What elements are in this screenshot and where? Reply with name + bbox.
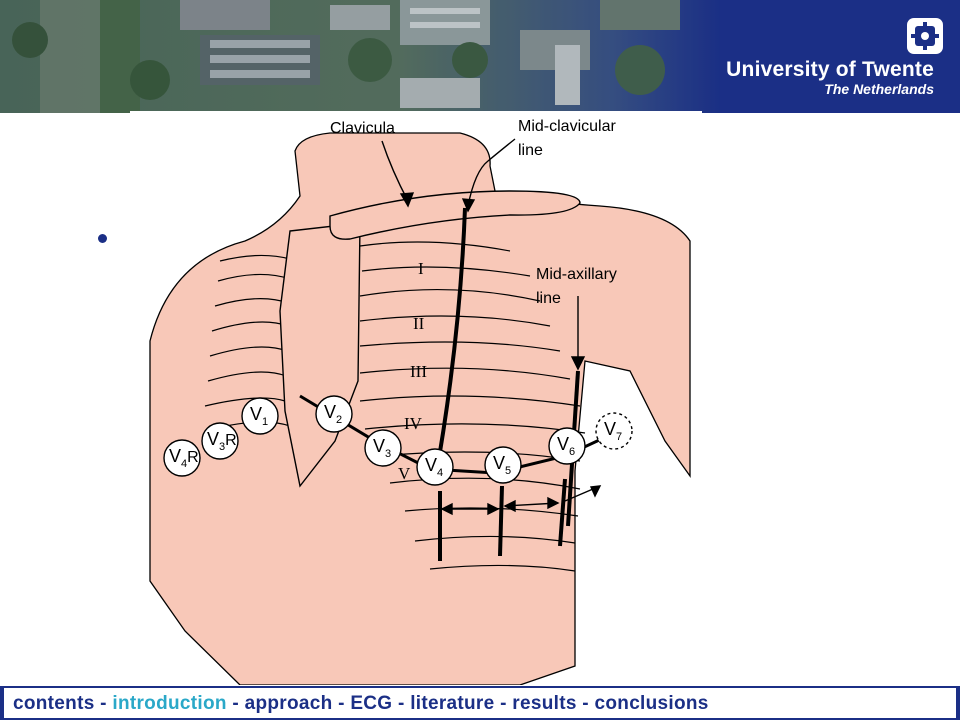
electrode-label: V4R <box>169 446 199 470</box>
intercostal-labels: I II III IV V <box>398 259 427 483</box>
body-outline <box>130 111 702 685</box>
bullet-point <box>98 234 107 243</box>
nav-links: contents - introduction - approach - ECG… <box>13 693 709 715</box>
electrode-8: V6 <box>548 427 586 465</box>
intercostal-label: IV <box>404 414 423 433</box>
nav-link-results[interactable]: results <box>512 693 577 714</box>
nav-separator: - <box>494 693 513 714</box>
intercostal-label: V <box>398 464 411 483</box>
electrode-label: V6 <box>557 434 575 458</box>
nav-separator: - <box>392 693 411 714</box>
precordial-leads-diagram: Clavicula Mid-clavicular line Mid-axilla… <box>130 111 702 685</box>
intercostal-label: II <box>413 314 425 333</box>
electrode-2: V3R <box>201 422 239 460</box>
header-banner: University of Twente The Netherlands <box>0 0 960 113</box>
nav-link-ecg[interactable]: ECG <box>350 693 393 714</box>
nav-separator: - <box>332 693 351 714</box>
nav-separator: - <box>576 693 595 714</box>
electrode-label: V4 <box>425 455 443 479</box>
electrode-3: V1 <box>241 397 279 435</box>
mid-clavicular-label-line1: Mid-clavicular <box>518 118 616 135</box>
intercostal-label: III <box>410 362 427 381</box>
nav-link-conclusions[interactable]: conclusions <box>594 693 709 714</box>
mid-axillary-label-line1: Mid-axillary <box>536 266 617 283</box>
university-country: The Netherlands <box>824 81 934 97</box>
university-logo[interactable]: University of Twente The Netherlands <box>726 14 950 104</box>
electrode-label: V2 <box>324 402 342 426</box>
electrode-9: V7 <box>595 412 633 450</box>
nav-separator: - <box>226 693 245 714</box>
electrode-label: V3 <box>373 436 391 460</box>
nav-link-literature[interactable]: literature <box>410 693 495 714</box>
electrode-4: V2 <box>315 395 353 433</box>
electrode-1: V4R <box>163 439 201 477</box>
university-logo-icon <box>907 18 943 54</box>
clavicle <box>329 190 581 240</box>
footer-navigation: contents - introduction - approach - ECG… <box>0 686 960 720</box>
electrode-label: V3R <box>207 429 237 453</box>
nav-link-approach[interactable]: approach <box>244 693 333 714</box>
electrode-7: V5 <box>484 446 522 484</box>
intercostal-label: I <box>418 259 424 278</box>
nav-link-contents[interactable]: contents <box>13 693 95 714</box>
callout-arrows <box>381 138 586 371</box>
mid-clavicular-label-line2: line <box>518 142 543 159</box>
electrode-label: V1 <box>250 404 268 428</box>
clavicula-label: Clavicula <box>330 120 395 137</box>
electrode-label: V7 <box>604 419 622 443</box>
campus-aerial-photo <box>0 0 720 113</box>
text-labels: Clavicula Mid-clavicular line Mid-axilla… <box>330 118 617 307</box>
mid-axillary-label-line2: line <box>536 290 561 307</box>
university-name: University of Twente <box>726 58 934 81</box>
nav-link-introduction[interactable]: introduction <box>112 693 227 714</box>
electrode-6: V4 <box>416 448 454 486</box>
electrode-label: V5 <box>493 453 511 477</box>
nav-separator: - <box>94 693 113 714</box>
measurement-arrows <box>440 485 602 516</box>
electrode-5: V3 <box>364 429 402 467</box>
nav-background: contents - introduction - approach - ECG… <box>4 688 956 718</box>
